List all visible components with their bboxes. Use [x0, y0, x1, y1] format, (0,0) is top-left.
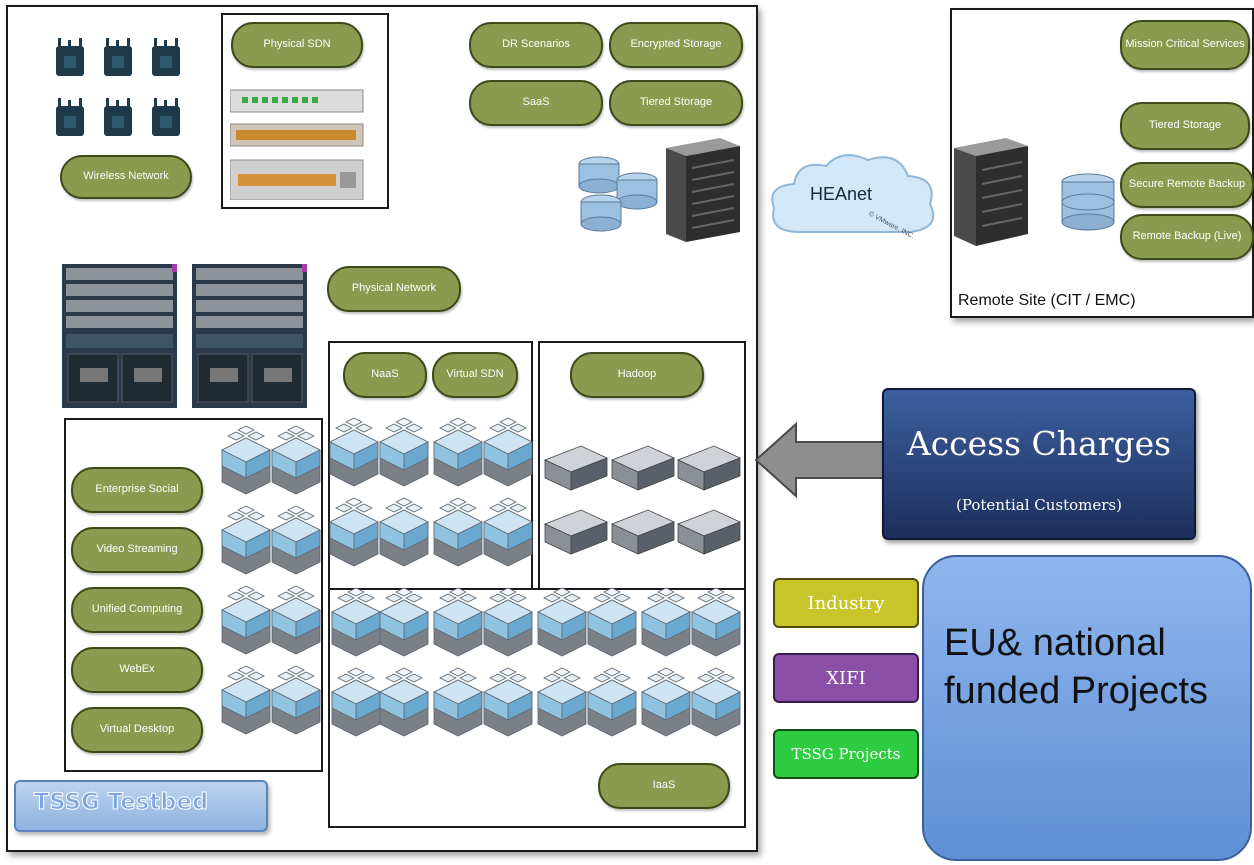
vm-stack-icon: [271, 425, 321, 495]
unified-computing-pill: Unified Computing: [71, 587, 203, 633]
secure-remote-backup-pill: Secure Remote Backup: [1120, 162, 1254, 208]
hadoop-pill: Hadoop: [570, 352, 704, 398]
vm-stack-icon: [379, 417, 429, 487]
remote-site-label: Remote Site (CIT / EMC): [958, 292, 1136, 309]
video-streaming-pill: Video Streaming: [71, 527, 203, 573]
vm-stack-icon: [483, 587, 533, 657]
xifi-badge: XIFI: [773, 653, 919, 703]
access-arrow: [754, 421, 889, 499]
vm-stack-icon: [641, 587, 691, 657]
webex-pill: WebEx: [71, 647, 203, 693]
hadoop-server-icon: [543, 509, 609, 555]
vm-stack-icon: [271, 585, 321, 655]
vm-stack-icon: [587, 587, 637, 657]
hadoop-server-icon: [610, 509, 676, 555]
eu-national-projects-box: EU& national funded Projects: [922, 555, 1252, 861]
saas-pill: SaaS: [469, 80, 603, 126]
vm-stack-icon: [331, 667, 381, 737]
storage-disks-icon: [578, 156, 658, 232]
chassis-switches: [62, 264, 307, 408]
tiered-storage-pill: Tiered Storage: [609, 80, 743, 126]
hadoop-server-icon: [610, 445, 676, 491]
vm-stack-icon: [331, 587, 381, 657]
heanet-label: HEAnet: [810, 184, 873, 204]
iaas-pill: IaaS: [598, 763, 730, 809]
dr-scenarios-pill: DR Scenarios: [469, 22, 603, 68]
server-tower-icon: [666, 138, 740, 242]
remote-backup-live-pill: Remote Backup (Live): [1120, 214, 1254, 260]
tssg-testbed-title: TSSG Testbed: [33, 790, 209, 816]
remote-tiered-storage-pill: Tiered Storage: [1120, 102, 1250, 150]
vm-stack-icon: [433, 587, 483, 657]
mission-critical-services-pill: Mission Critical Services: [1120, 20, 1250, 70]
physical-network-pill: Physical Network: [327, 266, 461, 312]
tssg-projects-badge: TSSG Projects: [773, 729, 919, 779]
hadoop-server-icon: [543, 445, 609, 491]
heanet-cloud: [771, 154, 935, 233]
hadoop-server-icon: [676, 445, 742, 491]
vm-stack-icon: [433, 417, 483, 487]
remote-server-tower-icon: [954, 138, 1028, 246]
access-charges-title: Access Charges: [906, 424, 1172, 463]
vm-stack-icon: [587, 667, 637, 737]
vm-stack-icon: [691, 587, 741, 657]
access-charges-subtitle: (Potential Customers): [956, 496, 1122, 514]
vm-stack-icon: [221, 425, 271, 495]
wireless-network-pill: Wireless Network: [60, 155, 192, 199]
vm-stack-icon: [537, 667, 587, 737]
vm-stack-icon: [379, 667, 429, 737]
industry-badge: Industry: [773, 578, 919, 628]
access-charges-box: Access Charges (Potential Customers): [882, 388, 1196, 540]
vm-stack-icon: [329, 417, 379, 487]
vm-stack-icon: [691, 667, 741, 737]
physical-sdn-pill: Physical SDN: [231, 22, 363, 68]
vm-stack-icon: [221, 585, 271, 655]
vm-stack-icon: [483, 667, 533, 737]
vm-stack-icon: [483, 497, 533, 567]
eu-national-projects-label: EU& national funded Projects: [944, 622, 1209, 712]
vm-stack-icon: [221, 665, 271, 735]
vm-stack-icon: [433, 497, 483, 567]
vm-stack-icon: [271, 505, 321, 575]
vm-stack-icon: [271, 665, 321, 735]
vm-stack-icon: [379, 497, 429, 567]
virtual-desktop-pill: Virtual Desktop: [71, 707, 203, 753]
vm-stack-icon: [221, 505, 271, 575]
remote-storage-disk-icon: [1061, 173, 1115, 231]
enterprise-social-pill: Enterprise Social: [71, 467, 203, 513]
vm-stack-icon: [537, 587, 587, 657]
tssg-testbed-badge: TSSG Testbed: [14, 780, 268, 832]
vm-stack-icon: [483, 417, 533, 487]
vm-stack-icon: [379, 587, 429, 657]
naas-pill: NaaS: [343, 352, 427, 398]
vm-stack-icon: [329, 497, 379, 567]
vm-stack-icon: [641, 667, 691, 737]
hadoop-server-icon: [676, 509, 742, 555]
encrypted-storage-pill: Encrypted Storage: [609, 22, 743, 68]
virtual-sdn-pill: Virtual SDN: [432, 352, 518, 398]
sdn-switches: [230, 89, 364, 200]
vm-stack-icon: [433, 667, 483, 737]
